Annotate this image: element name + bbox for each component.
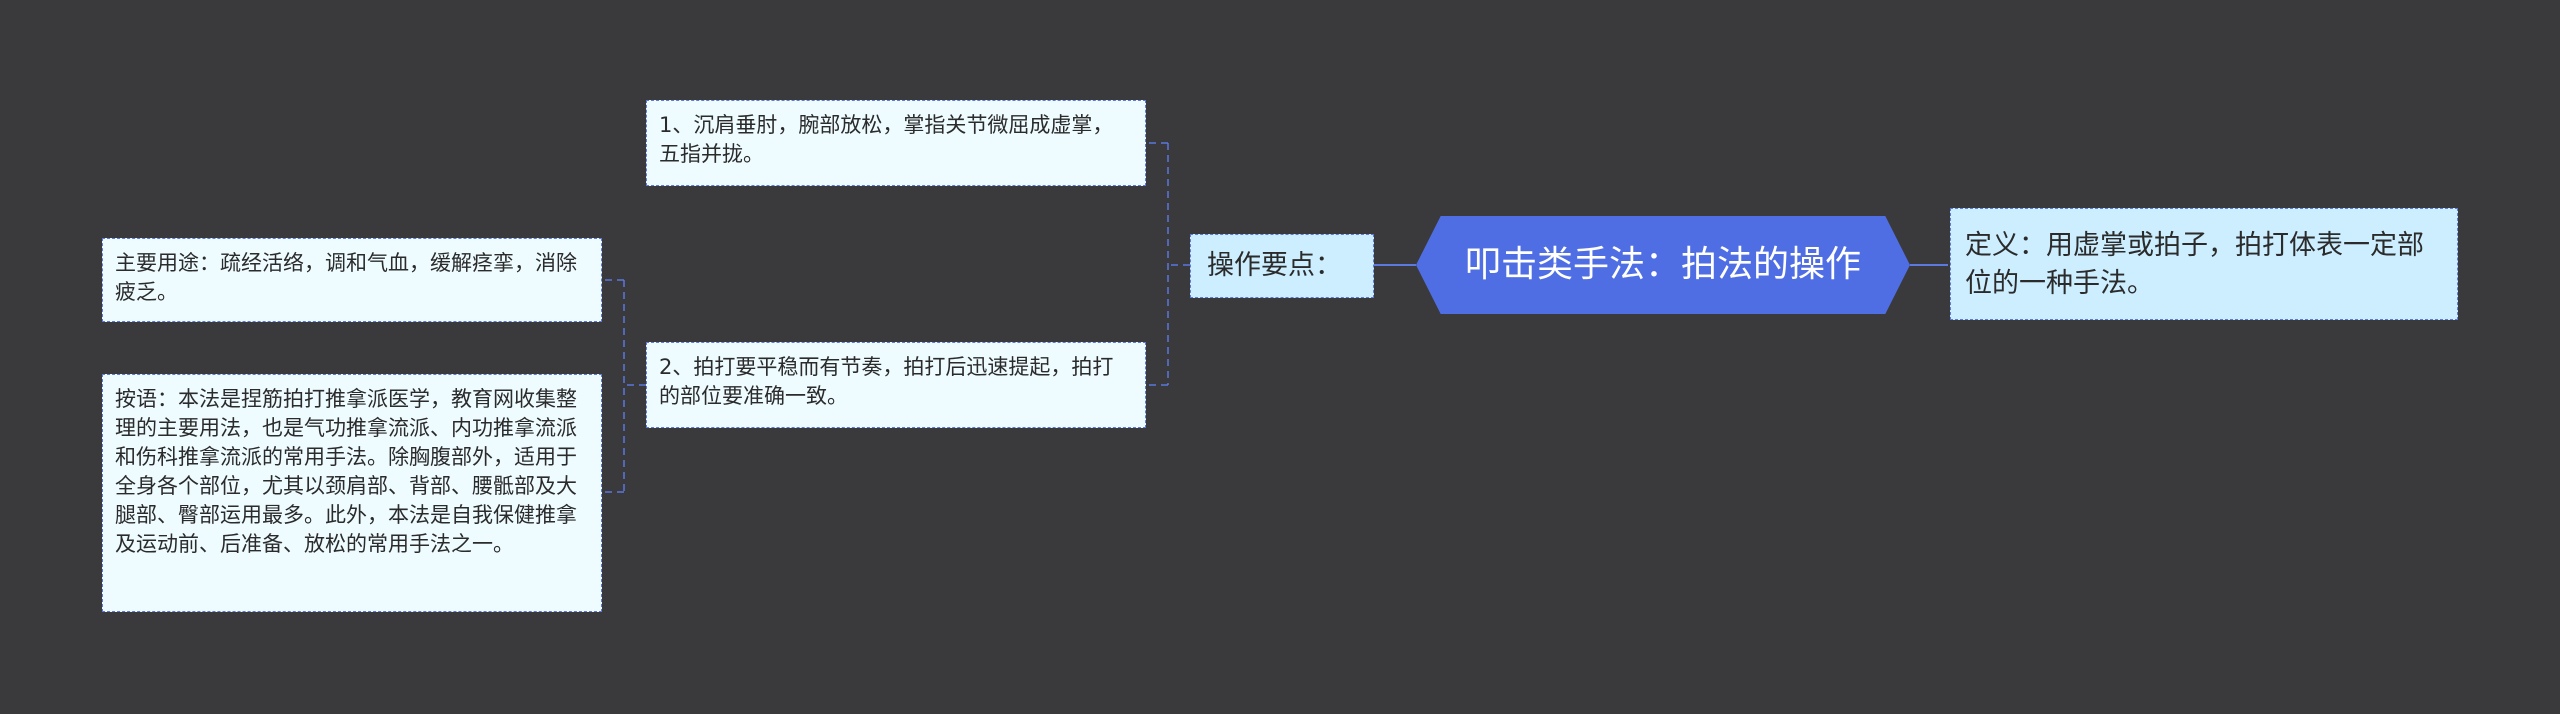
connector-operation-points [1146,142,1190,386]
definition-node[interactable]: 定义：用虚掌或拍子，拍打体表一定部位的一种手法。 [1950,208,2458,320]
connector-point2-notes [602,279,646,493]
remark-node[interactable]: 按语：本法是捏筋拍打推拿派医学，教育网收集整理的主要用法，也是气功推拿流派、内功… [102,374,602,612]
operation-points-node[interactable]: 操作要点： [1190,234,1374,298]
operation-point-2[interactable]: 2、拍打要平稳而有节奏，拍打后迅速提起，拍打的部位要准确一致。 [646,342,1146,428]
root-topic[interactable]: 叩击类手法：拍法的操作 [1416,216,1910,314]
main-use-node[interactable]: 主要用途：疏经活络，调和气血，缓解痉挛，消除疲乏。 [102,238,602,322]
operation-point-1[interactable]: 1、沉肩垂肘，腕部放松，掌指关节微屈成虚掌，五指并拢。 [646,100,1146,186]
